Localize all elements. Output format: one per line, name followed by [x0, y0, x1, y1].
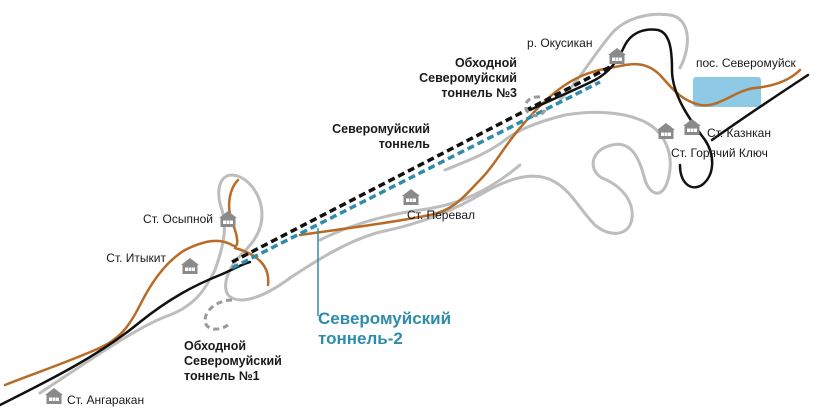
label-bypass3-line1: Обходной — [455, 56, 517, 70]
severomuysk-lake — [693, 77, 761, 107]
label-st-osypnoy: Ст. Осыпной — [143, 212, 213, 226]
label-bypass3-line2: Северомуйский — [419, 71, 517, 85]
station-house-icon-kaznkan-2 — [683, 119, 701, 135]
station-house-icon-angarakan — [45, 388, 63, 404]
label-old-tunnel-line1: Северомуйский — [332, 122, 430, 136]
label-old-tunnel-line2: тоннель — [379, 137, 431, 151]
bypass-tunnel-1-loop — [203, 298, 233, 331]
label-bypass1-line1: Обходной — [184, 339, 246, 353]
label-st-goryachy: Ст. Горячий Ключ — [671, 146, 768, 160]
new-tunnel-2-line — [231, 80, 601, 270]
railway — [0, 28, 810, 407]
label-tunnel2-line1: Северомуйский — [318, 309, 451, 328]
station-house-icon-pereval — [402, 189, 420, 205]
label-bypass1-line2: Северомуйский — [184, 354, 282, 368]
label-st-pereval: Ст. Перевал — [407, 208, 475, 222]
label-bypass3-line3: тоннель №3 — [441, 86, 517, 100]
label-bypass1-line3: тоннель №1 — [184, 369, 260, 383]
label-st-kaznkan: Ст. Казнкан — [707, 126, 771, 140]
label-tunnel2-line2: тоннель-2 — [318, 329, 403, 348]
label-st-itykit: Ст. Итыкит — [106, 251, 166, 265]
label-st-angarakan: Ст. Ангаракан — [67, 393, 144, 407]
label-river-okusikan: р. Окусикан — [527, 36, 592, 50]
station-house-icon-kaznkan-1 — [657, 123, 675, 139]
station-house-icon-itykit — [181, 258, 199, 274]
bypass-tunnel-3-loop — [524, 95, 547, 118]
old-tunnel-line — [231, 65, 611, 264]
label-settlement-severomuysk: пос. Северомуйск — [696, 56, 797, 70]
